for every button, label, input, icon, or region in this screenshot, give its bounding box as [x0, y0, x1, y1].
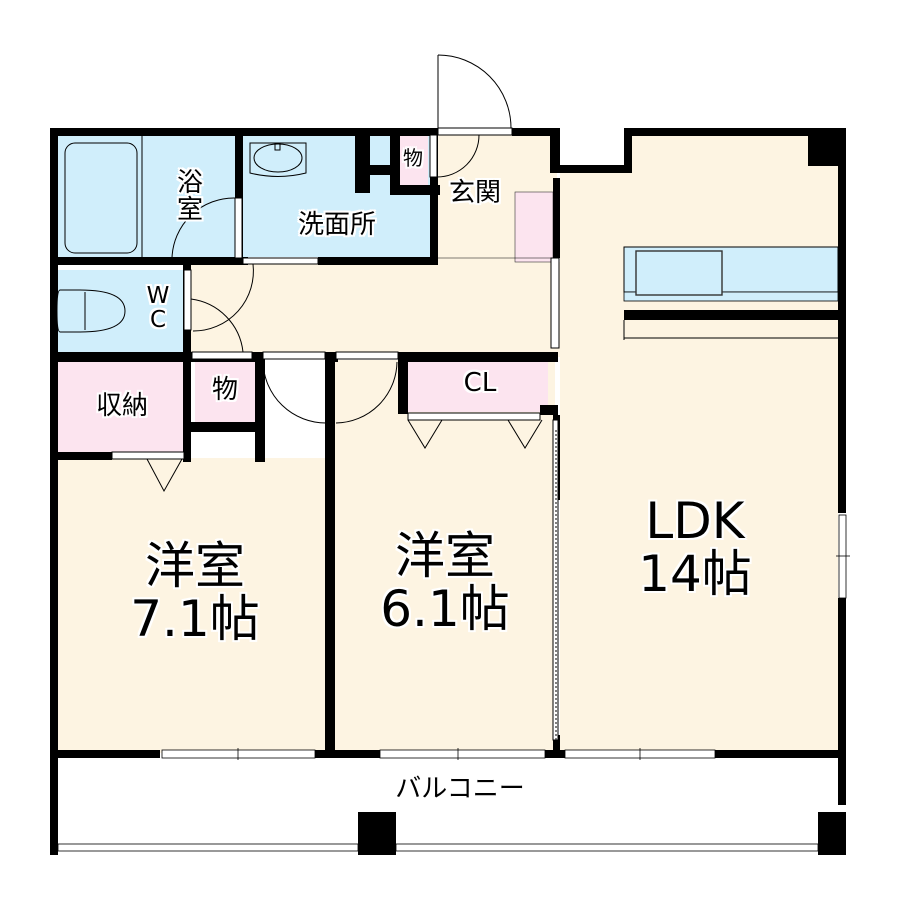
room-label-wc: W C: [146, 283, 170, 334]
entry-door-swing: [437, 54, 512, 129]
room1-floor: [57, 458, 327, 753]
storage-shuno-floor: [57, 362, 187, 454]
storage-top-floor: [398, 135, 428, 187]
entry-door-threshold: [437, 127, 513, 136]
room-label-closet: CL: [463, 368, 497, 398]
room-label-western-room-1: 洋室 7.1帖: [130, 537, 260, 648]
hallway-floor: [190, 262, 560, 357]
sliding-door: [550, 257, 560, 349]
room2-door-swing: [335, 361, 398, 424]
room-label-balcony: バルコニー: [395, 774, 525, 804]
balcony-railing: [57, 843, 359, 852]
room-label-storage-shuno: 収納: [95, 391, 148, 421]
room-label-western-room-2: 洋室 6.1帖: [380, 527, 510, 638]
room2-floor: [335, 360, 555, 753]
toilet: [56, 289, 126, 333]
window-room1: [161, 749, 316, 759]
windows: [57, 514, 850, 852]
room-label-ldk: LDK 14帖: [638, 492, 752, 603]
window-ldk-right: [838, 514, 847, 599]
room-label-storage-mid: 物: [211, 375, 238, 405]
room-label-entrance: 玄関: [448, 178, 501, 208]
kitchen-sink: [635, 250, 723, 296]
bath-door-swing: [171, 197, 236, 259]
room-label-bath: 浴 室: [176, 168, 203, 226]
room1-door-swing: [262, 361, 327, 424]
room-label-storage-top: 物: [403, 146, 423, 170]
window-room2: [379, 749, 546, 759]
bathtub: [64, 142, 138, 254]
closet-floor: [408, 362, 548, 412]
room-label-washroom: 洗面所: [297, 210, 376, 240]
walls: [50, 128, 846, 855]
storage-mid-floor: [195, 362, 255, 424]
ldk-floor: [560, 135, 838, 752]
entrance-shoebox: [514, 191, 554, 263]
floors: [57, 135, 839, 753]
